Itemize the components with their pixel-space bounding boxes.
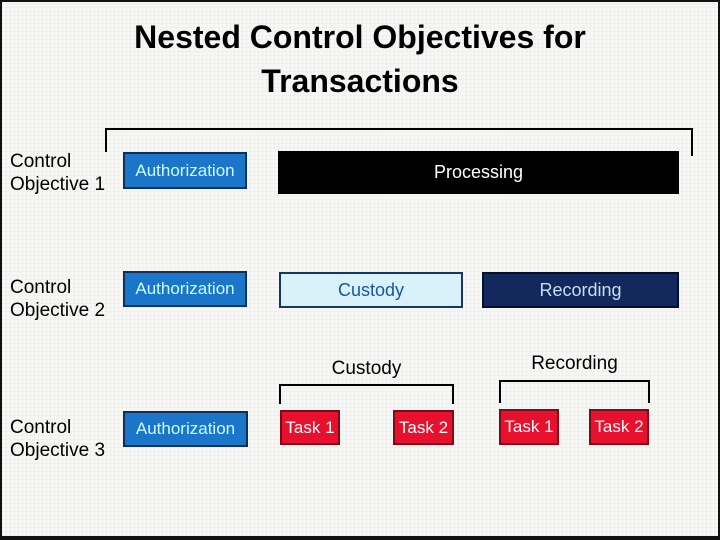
box-task2-custody: Task 2 xyxy=(393,410,454,445)
slide-title-line1: Nested Control Objectives for xyxy=(134,19,586,55)
box-task1-custody-label: Task 1 xyxy=(285,417,335,437)
row-label-control-objective-1: Control Objective 1 xyxy=(10,150,105,196)
recording-bracket-right-tick xyxy=(648,380,650,403)
box-task1-recording: Task 1 xyxy=(499,409,559,445)
recording-bracket-line xyxy=(499,380,650,382)
box-authorization-row2: Authorization xyxy=(123,271,247,307)
box-task2-recording-label: Task 2 xyxy=(594,417,644,436)
row1-bracket-right-tick xyxy=(691,128,693,156)
row1-label-line1: Control xyxy=(10,151,72,172)
box-task2-recording: Task 2 xyxy=(589,409,649,445)
box-authorization-row3-label: Authorization xyxy=(135,419,236,438)
custody-bracket-left-tick xyxy=(279,384,281,404)
group-label-recording: Recording xyxy=(531,353,618,374)
row-label-control-objective-2: Control Objective 2 xyxy=(10,276,105,322)
box-custody-label: Custody xyxy=(337,279,405,300)
row-label-control-objective-3: Control Objective 3 xyxy=(10,416,105,462)
row1-label-line2: Objective 1 xyxy=(10,174,106,195)
box-authorization-row1-label: Authorization xyxy=(135,160,235,180)
row2-label-line2: Objective 2 xyxy=(10,300,106,321)
row3-label-line2: Objective 3 xyxy=(10,440,106,461)
row1-bracket-left-tick xyxy=(105,128,107,152)
box-authorization-row2-label: Authorization xyxy=(135,279,235,298)
custody-bracket-right-tick xyxy=(452,384,454,404)
box-recording: Recording xyxy=(482,272,679,308)
box-task1-custody: Task 1 xyxy=(280,410,340,445)
box-custody: Custody xyxy=(279,272,463,308)
row1-bracket-line xyxy=(105,128,693,130)
box-recording-label: Recording xyxy=(539,279,622,300)
box-task1-recording-label: Task 1 xyxy=(504,417,554,436)
slide-title: Nested Control Objectives for Transactio… xyxy=(2,15,718,103)
box-authorization-row1: Authorization xyxy=(123,152,247,189)
box-authorization-row3: Authorization xyxy=(123,411,248,447)
box-processing-label: Processing xyxy=(433,162,524,182)
custody-bracket-line xyxy=(279,384,454,386)
recording-bracket-left-tick xyxy=(499,380,501,403)
box-processing: Processing xyxy=(278,151,679,194)
row2-label-line1: Control xyxy=(10,277,72,298)
row3-label-line1: Control xyxy=(10,417,72,438)
box-task2-custody-label: Task 2 xyxy=(398,417,449,437)
group-label-custody: Custody xyxy=(331,358,402,379)
slide-title-line2: Transactions xyxy=(261,63,459,99)
